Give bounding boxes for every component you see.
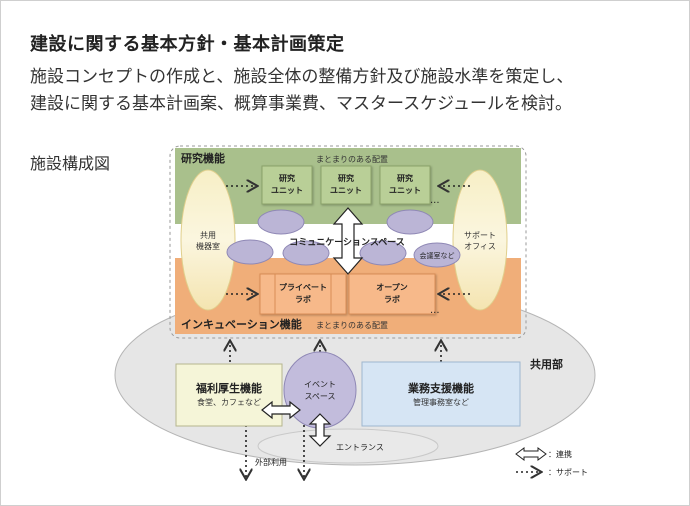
building-outline <box>169 145 527 339</box>
svg-text:ラボ: ラボ <box>384 294 400 304</box>
diagram-section-label: 施設構成図 <box>30 154 111 173</box>
research-zone-label: 研究機能 <box>181 151 225 165</box>
research-more-dots: ... <box>430 195 440 206</box>
incubation-arrangement-label: まとまりのある配置 <box>316 321 388 330</box>
svg-text:イベント: イベント <box>304 380 336 389</box>
svg-text:ユニット: ユニット <box>389 186 421 195</box>
support-office-oval <box>452 169 508 311</box>
common-area-label: 共用部 <box>530 357 563 371</box>
shared-equipment-oval <box>180 169 236 311</box>
svg-text:研究: 研究 <box>279 173 295 183</box>
private-lab: プライベート ラボ <box>259 273 347 315</box>
description-line-2: 建設に関する基本計画案、概算事業費、マスタースケジュールを検討。 <box>30 94 572 114</box>
svg-text:ラボ: ラボ <box>295 294 311 304</box>
incubation-more-dots: ... <box>430 305 440 316</box>
page-description: 施設コンセプトの作成と、施設全体の整備方針及び施設水準を策定し、 建設に関する基… <box>30 64 670 118</box>
svg-text:ユニット: ユニット <box>330 186 362 195</box>
research-incubation-link-arrow <box>332 207 364 275</box>
meeting-room-label: 会議室など <box>420 251 455 260</box>
research-unit-1: 研究 ユニット <box>261 165 313 205</box>
legend-support-label: ：サポート <box>548 468 588 477</box>
shared-equipment-line2: 機器室 <box>196 241 220 251</box>
legend-cooperation-label: ：連携 <box>548 449 572 459</box>
business-support-box: 業務支援機能 管理事務室など <box>361 361 521 427</box>
entrance-ellipse <box>257 428 439 464</box>
svg-text:プライベート: プライベート <box>279 282 327 292</box>
support-office-line2: オフィス <box>464 242 496 251</box>
svg-text:研究: 研究 <box>397 173 413 183</box>
svg-text:ユニット: ユニット <box>271 186 303 195</box>
communication-space-label: コミュニケーションスペース <box>289 237 405 248</box>
svg-text:福利厚生機能: 福利厚生機能 <box>195 381 262 395</box>
research-arrangement-label: まとまりのある配置 <box>316 155 388 164</box>
svg-text:研究: 研究 <box>338 173 354 183</box>
welfare-function-box: 福利厚生機能 食堂、カフェなど <box>175 363 283 427</box>
svg-text:オープン: オープン <box>376 282 408 292</box>
entrance-link-arrow <box>308 413 332 447</box>
svg-text:管理事務室など: 管理事務室など <box>413 397 469 407</box>
legend: ：連携 ：サポート <box>515 447 588 477</box>
research-unit-3: 研究 ユニット <box>379 165 431 205</box>
incubation-zone-label: インキュベーション機能 <box>181 317 302 331</box>
svg-text:食堂、カフェなど: 食堂、カフェなど <box>197 397 261 407</box>
welfare-event-link-arrow <box>261 400 301 420</box>
entrance-label: エントランス <box>336 443 384 452</box>
svg-text:スペース: スペース <box>304 392 335 401</box>
event-space-oval: イベント スペース <box>283 351 357 429</box>
research-unit-2: 研究 ユニット <box>320 165 372 205</box>
external-use-label: 外部利用 <box>255 457 287 467</box>
shared-equipment-line1: 共用 <box>200 231 216 240</box>
communication-ellipses <box>226 209 461 268</box>
svg-text:業務支援機能: 業務支援機能 <box>407 381 474 395</box>
legend-cooperation-arrow <box>515 447 547 461</box>
description-line-1: 施設コンセプトの作成と、施設全体の整備方針及び施設水準を策定し、 <box>30 67 574 87</box>
open-lab: オープン ラボ <box>348 273 436 315</box>
page-title: 建設に関する基本方針・基本計画策定 <box>30 34 345 55</box>
support-office-line1: サポート <box>464 231 496 240</box>
